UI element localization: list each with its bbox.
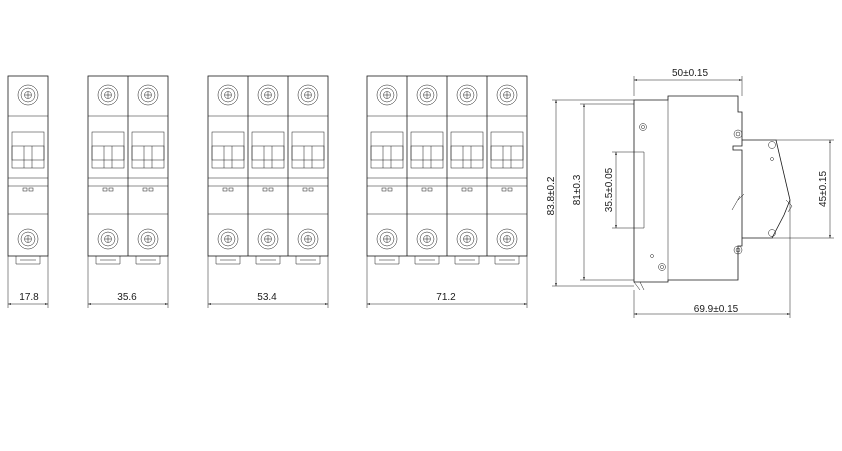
- width-label-2p: 35.6: [117, 292, 137, 303]
- width-label-4p: 71.2: [436, 292, 456, 303]
- breaker-1p: [7, 75, 49, 308]
- breaker-pole: [450, 84, 484, 265]
- front-views: [7, 75, 528, 308]
- side-body-outline: [633, 95, 743, 283]
- breaker-pole: [211, 84, 245, 265]
- breaker-3p: [207, 75, 329, 308]
- front-label: 45±0.15: [818, 171, 829, 208]
- total-depth-label: 69.9±0.15: [694, 304, 739, 315]
- breaker-outline: [207, 75, 329, 257]
- width-label-1p: 17.8: [19, 292, 39, 303]
- breaker-pole: [370, 84, 404, 265]
- breaker-pole: [91, 84, 125, 265]
- breaker-pole: [490, 84, 524, 265]
- breaker-pole: [251, 84, 285, 265]
- breaker-4p: [366, 75, 528, 308]
- height-inner-label: 81±0.3: [572, 174, 583, 205]
- breaker-pole: [131, 84, 165, 265]
- breaker-outline: [7, 75, 49, 257]
- side-view: 50±0.15 69.9±0.15 83.8±0.2 81±0.3 35.5±0…: [546, 68, 834, 318]
- side-handle-outline: [742, 139, 791, 239]
- depth-label: 50±0.15: [672, 68, 709, 79]
- breaker-pole: [291, 84, 325, 265]
- rail-label: 35.5±0.05: [604, 167, 615, 212]
- breaker-pole: [11, 84, 45, 265]
- height-outer-label: 83.8±0.2: [546, 176, 557, 215]
- width-label-3p: 53.4: [257, 292, 277, 303]
- breaker-pole: [410, 84, 444, 265]
- breaker-2p: [87, 75, 169, 308]
